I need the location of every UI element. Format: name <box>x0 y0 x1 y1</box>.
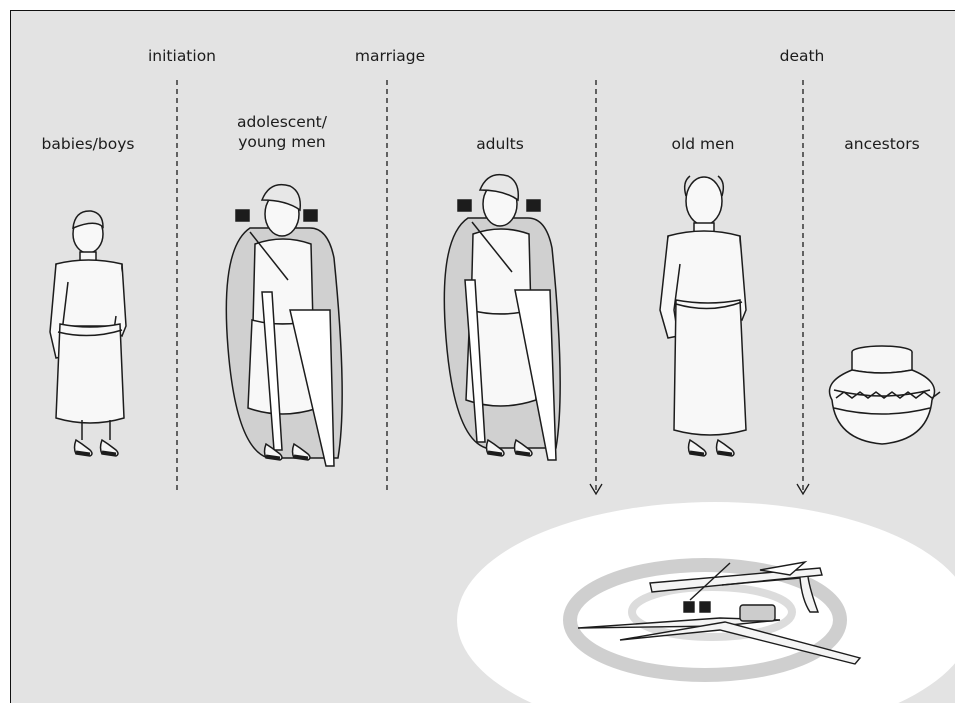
adult-figure <box>444 175 560 460</box>
stage-label-young-men: adolescent/ young men <box>237 112 327 152</box>
initiation-label: initiation <box>148 46 216 66</box>
death-label: death <box>780 46 825 66</box>
marriage-label: marriage <box>355 46 425 66</box>
boy-figure <box>50 211 126 456</box>
adult-death-arrow <box>590 80 602 494</box>
old-men-death-arrow <box>797 80 809 494</box>
stage-label-babies-boys: babies/boys <box>42 134 135 154</box>
old-man-figure <box>660 176 746 456</box>
stage-label-ancestors: ancestors <box>844 134 919 154</box>
stage-label-adults: adults <box>476 134 524 154</box>
ancestor-urn <box>830 346 941 444</box>
stage-label-old-men: old men <box>671 134 734 154</box>
young-man-figure <box>226 185 342 466</box>
